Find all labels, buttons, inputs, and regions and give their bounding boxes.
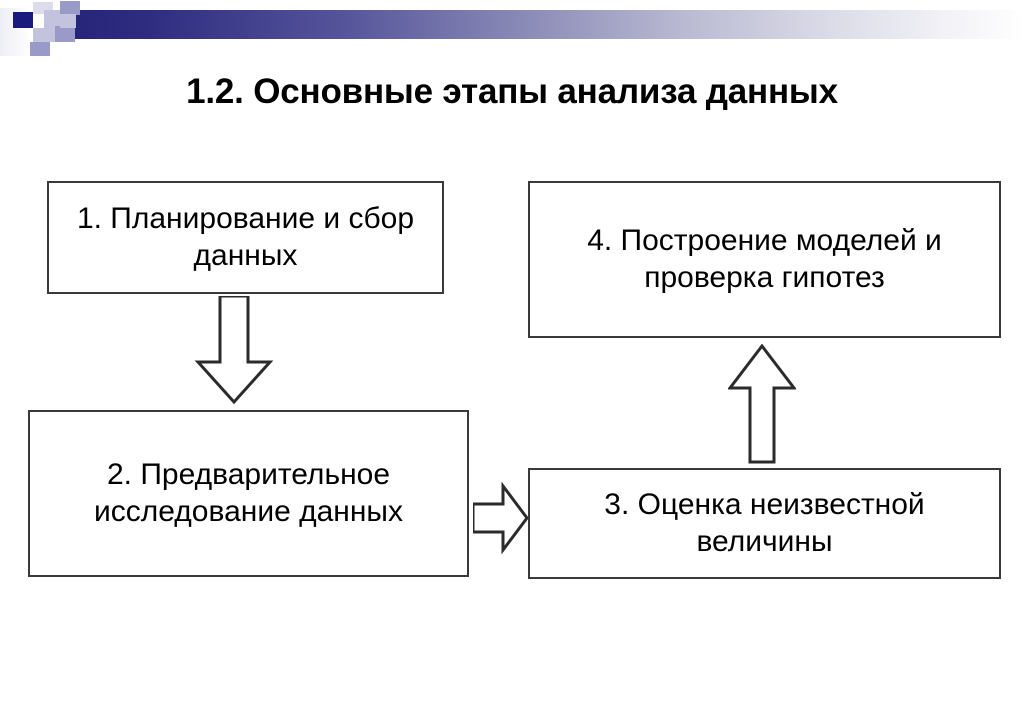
arrow-right-icon-node2-node3 — [473, 482, 529, 554]
header-square-light-b — [33, 28, 55, 42]
page-title: 1.2. Основные этапы анализа данных — [186, 72, 838, 111]
header-square-dark — [13, 12, 33, 28]
flow-node-2[interactable]: 2. Предварительное исследование данных — [28, 410, 469, 577]
header-square-mid-c — [30, 42, 50, 56]
header-gradient-bar — [74, 10, 1024, 39]
header-square-light-c — [60, 14, 76, 28]
header-decoration — [0, 0, 1024, 56]
header-square-mid-a — [60, 1, 80, 15]
arrow-down-icon-node1-node2 — [194, 296, 274, 404]
header-square-mid-b — [55, 26, 75, 42]
flow-node-3[interactable]: 3. Оценка неизвестной величины — [528, 468, 1001, 579]
flow-node-1[interactable]: 1. Планирование и сбор данных — [47, 181, 444, 294]
flow-node-4[interactable]: 4. Построение моделей и проверка гипотез — [528, 181, 1001, 338]
arrow-up-icon-node3-node4 — [728, 344, 796, 464]
